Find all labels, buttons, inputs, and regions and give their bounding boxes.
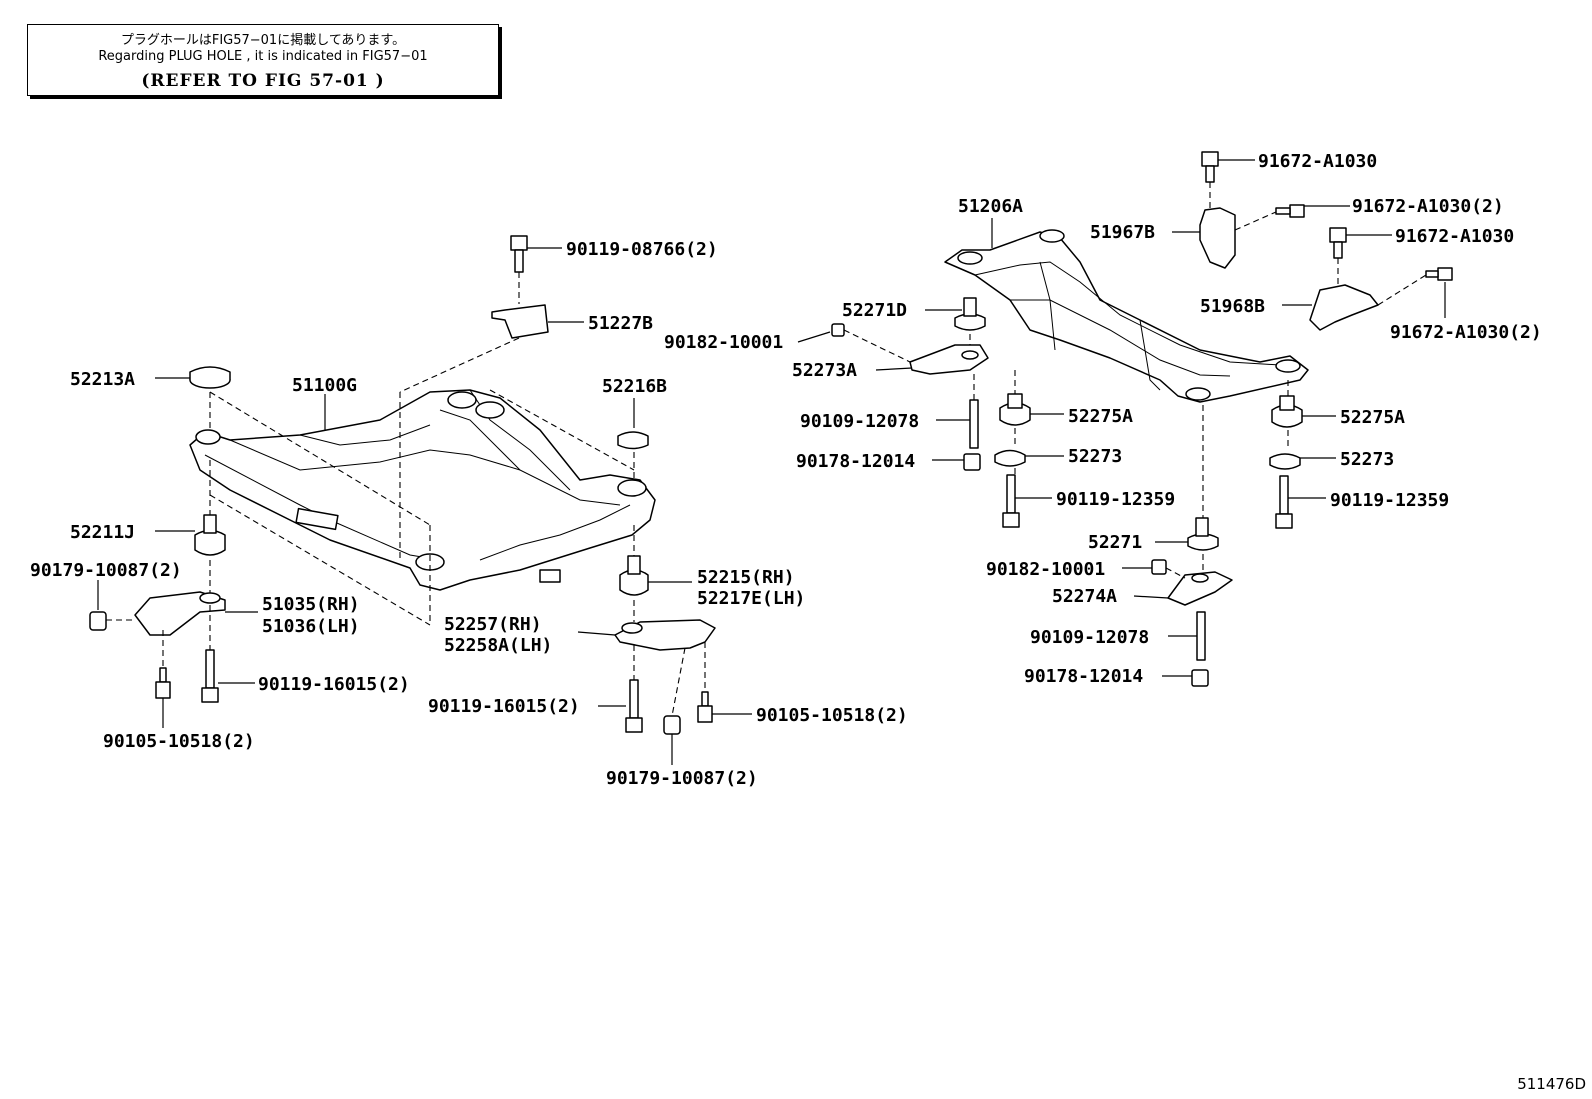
label-52271d: 52271D (842, 300, 907, 321)
label-90109-12078-2: 90109-12078 (1030, 627, 1149, 648)
label-51035: 51035(RH) (262, 594, 360, 615)
label-51227b: 51227B (588, 313, 653, 334)
note-english: Regarding PLUG HOLE , it is indicated in… (98, 49, 428, 64)
label-51968b: 51968B (1200, 296, 1265, 317)
label-90105-10518-left: 90105-10518(2) (103, 731, 255, 752)
bolt-90119-08766-drawing (510, 235, 528, 273)
label-52273-1: 52273 (1068, 446, 1122, 467)
label-90178-12014-1: 90178-12014 (796, 451, 915, 472)
bolt-90119-12359-2-drawing (1275, 475, 1293, 529)
bracket-51968b-drawing (1309, 284, 1379, 331)
label-90119-16015-center: 90119-16015(2) (428, 696, 580, 717)
label-52273a: 52273A (792, 360, 857, 381)
label-91672-a1030-4: 91672-A1030(2) (1390, 322, 1542, 343)
label-90182-10001-2: 90182-10001 (986, 559, 1105, 580)
label-90119-08766: 90119-08766(2) (566, 239, 718, 260)
label-90178-12014-2: 90178-12014 (1024, 666, 1143, 687)
label-51967b: 51967B (1090, 222, 1155, 243)
label-91672-a1030-3: 91672-A1030 (1395, 226, 1514, 247)
stud-90109-2-drawing (1196, 611, 1206, 661)
bolt-90119-16015-center-drawing (625, 679, 643, 733)
bolt-91672-2-drawing (1275, 204, 1305, 218)
bolt-90119-12359-1-drawing (1002, 474, 1020, 528)
label-90119-16015-left: 90119-16015(2) (258, 674, 410, 695)
rear-crossmember-drawing (944, 229, 1309, 403)
label-52257: 52257(RH) (444, 614, 542, 635)
bolt-90105-10518-left-drawing (155, 667, 171, 699)
bolt-91672-3-drawing (1329, 227, 1347, 259)
figure-id: 511476D (1517, 1075, 1586, 1093)
front-leader-lines (97, 247, 752, 765)
label-52258a: 52258A(LH) (444, 635, 552, 656)
label-51206a: 51206A (958, 196, 1023, 217)
cushion-52216b-drawing (617, 431, 649, 450)
label-52271: 52271 (1088, 532, 1142, 553)
nut-90178-1-drawing (963, 453, 981, 471)
label-51100g: 51100G (292, 375, 357, 396)
label-52213a: 52213A (70, 369, 135, 390)
bracket-52257-drawing (614, 619, 716, 651)
nut-90179-center-drawing (663, 715, 681, 735)
cushion-52271-drawing (1187, 517, 1219, 551)
label-52273-2: 52273 (1340, 449, 1394, 470)
label-90182-10001-1: 90182-10001 (664, 332, 783, 353)
label-91672-a1030-2: 91672-A1030(2) (1352, 196, 1504, 217)
label-90179-10087-left: 90179-10087(2) (30, 560, 182, 581)
label-90119-12359-1: 90119-12359 (1056, 489, 1175, 510)
label-51036: 51036(LH) (262, 616, 360, 637)
bolt-90119-16015-left-drawing (201, 649, 219, 703)
note-japanese: プラグホールはFIG57−01に掲載してあります。 (120, 33, 406, 48)
bolt-91672-1-drawing (1201, 151, 1219, 183)
nut-90178-2-drawing (1191, 669, 1209, 687)
bolt-90105-10518-center-drawing (697, 691, 713, 723)
nut-90182-2-drawing (1151, 559, 1167, 575)
label-90109-12078-1: 90109-12078 (800, 411, 919, 432)
bracket-51967b-drawing (1199, 207, 1236, 269)
label-52211j: 52211J (70, 522, 135, 543)
bracket-51227b-drawing (491, 304, 549, 339)
cushion-52213a-drawing (189, 366, 231, 389)
label-52217e: 52217E(LH) (697, 588, 805, 609)
cushion-52215-drawing (619, 555, 649, 596)
washer-52273-2-drawing (1269, 453, 1301, 470)
label-52216b: 52216B (602, 376, 667, 397)
label-52274a: 52274A (1052, 586, 1117, 607)
label-52275a-1: 52275A (1068, 406, 1133, 427)
cushion-52211j-drawing (194, 514, 226, 556)
cushion-52271d-drawing (954, 297, 986, 331)
label-52275a-2: 52275A (1340, 407, 1405, 428)
washer-52273-1-drawing (994, 449, 1026, 467)
bracket-52273a-drawing (909, 344, 989, 375)
label-91672-a1030-1: 91672-A1030 (1258, 151, 1377, 172)
reference-note-box: プラグホールはFIG57−01に掲載してあります。 Regarding PLUG… (27, 24, 499, 96)
cushion-52275a-2-drawing (1271, 395, 1303, 428)
nut-90179-left-drawing (89, 611, 107, 631)
note-reference: (REFER TO FIG 57-01 ) (141, 71, 385, 91)
bolt-91672-4-drawing (1425, 267, 1453, 281)
rear-leader-lines (797, 159, 1446, 677)
label-52215: 52215(RH) (697, 567, 795, 588)
label-90105-10518-center: 90105-10518(2) (756, 705, 908, 726)
label-90119-12359-2: 90119-12359 (1330, 490, 1449, 511)
bracket-51035-drawing (134, 591, 226, 636)
cushion-52275a-1-drawing (999, 393, 1031, 426)
nut-90182-1-drawing (831, 323, 845, 337)
bracket-52274a-drawing (1167, 571, 1233, 606)
stud-90109-1-drawing (969, 399, 979, 449)
label-90179-10087-center: 90179-10087(2) (606, 768, 758, 789)
front-crossmember-drawing (189, 389, 656, 591)
